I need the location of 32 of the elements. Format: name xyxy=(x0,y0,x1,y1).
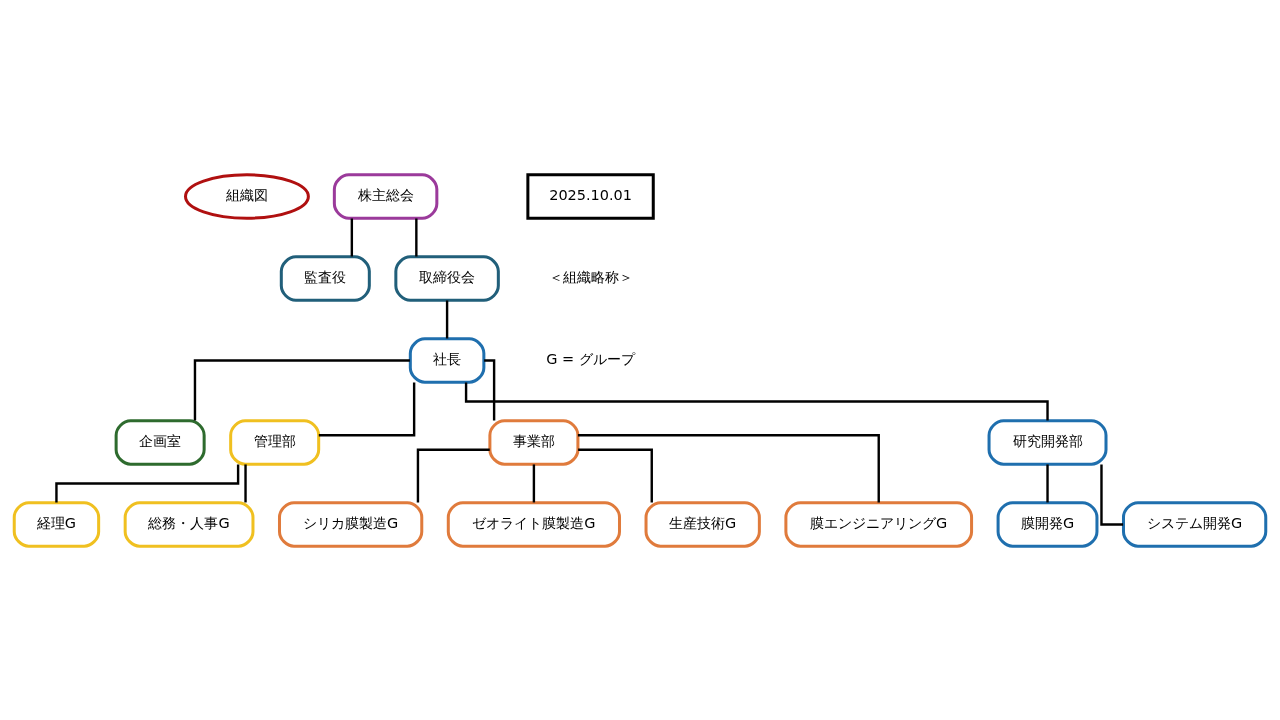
node-box: 株主総会 xyxy=(332,172,439,220)
connector xyxy=(350,218,354,256)
node-box: 膜エンジニアリングG xyxy=(784,500,974,548)
node-box: シリカ膜製造G xyxy=(278,500,424,548)
connector xyxy=(577,433,880,502)
node-ellipse: 組織図 xyxy=(184,172,310,220)
node-box: 企画室 xyxy=(114,418,206,466)
node-box: 総務・人事G xyxy=(123,500,255,548)
connector xyxy=(318,382,416,436)
node-box: ゼオライト膜製造G xyxy=(446,500,621,548)
label: ＜組織略称＞ xyxy=(548,268,633,285)
connector xyxy=(532,463,536,502)
node-box: 監査役 xyxy=(279,254,371,302)
node-box: システム開発G xyxy=(1121,500,1268,548)
node-box: 社長 xyxy=(408,336,486,384)
node-box: 2025.10.01 xyxy=(526,172,655,220)
connector xyxy=(1046,463,1049,502)
connector xyxy=(415,218,418,256)
node-box: 経理G xyxy=(12,500,101,548)
node-box: 研究開発部 xyxy=(987,418,1108,466)
node-box: 膜開発G xyxy=(996,500,1099,548)
node-box: 事業部 xyxy=(488,418,580,466)
connector xyxy=(578,448,653,502)
node-box: 取締役会 xyxy=(394,254,500,302)
connector xyxy=(416,448,490,502)
node-box: 生産技術G xyxy=(644,500,761,548)
label: G = グループ xyxy=(546,350,635,367)
connector xyxy=(193,358,410,420)
connector xyxy=(244,463,247,502)
node-box: 管理部 xyxy=(229,418,321,466)
connector xyxy=(445,300,449,338)
connector xyxy=(484,358,496,420)
